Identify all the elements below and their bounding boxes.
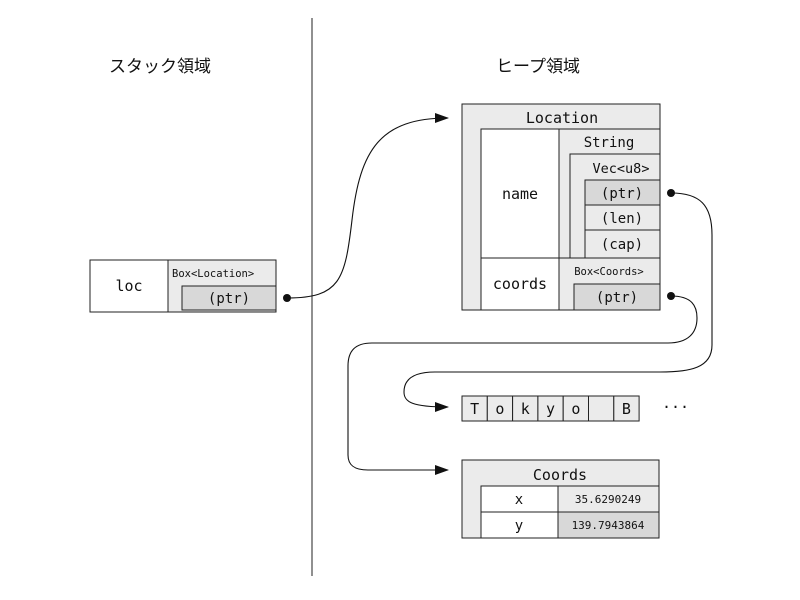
vec-ptr-cell [584, 179, 661, 206]
byte-cell [486, 395, 514, 422]
coords-y-label: y [515, 518, 523, 534]
byte-cell [537, 395, 564, 422]
coords-ptr-label: (ptr) [596, 290, 638, 306]
byte-cell-char: T [470, 400, 479, 418]
byte-cell-char: y [546, 400, 555, 418]
coords-ptr-cell [573, 283, 661, 311]
byte-buffer-ellipsis: ··· [662, 398, 689, 416]
string-type: String [584, 135, 635, 151]
heap-heading: ヒープ領域 [496, 57, 580, 77]
byte-cell [588, 395, 615, 422]
byte-cell [613, 395, 640, 422]
stack-heading: スタック領域 [109, 57, 211, 77]
location-struct: Location name String Vec<u8> (ptr) (len)… [461, 103, 661, 311]
coords-field-label: coords [493, 275, 547, 293]
location-title: Location [526, 109, 598, 127]
coords-y-value: 139.7943864 [572, 519, 645, 532]
coords-struct: Coords x 35.6290249 y 139.7943864 [461, 459, 660, 539]
loc-name: loc [115, 277, 142, 295]
vec-ptr-to-bytes-arrow [403, 192, 713, 412]
byte-cell [461, 395, 488, 422]
vec-len-label: (len) [601, 211, 643, 227]
stack-loc-variable: loc Box<Location> (ptr) [89, 259, 277, 313]
byte-cell-char: o [571, 400, 580, 418]
byte-cell-char: k [521, 400, 530, 418]
loc-ptr-cell [181, 285, 277, 311]
byte-cell-char: o [495, 400, 504, 418]
vec-cap-cell [584, 229, 661, 259]
byte-cell [512, 395, 539, 422]
name-field-label: name [502, 185, 538, 203]
vec-cap-label: (cap) [601, 237, 643, 253]
vec-len-cell [584, 204, 661, 231]
vec-ptr-label: (ptr) [601, 186, 643, 202]
byte-cell-char: B [622, 400, 631, 418]
loc-ptr-label: (ptr) [208, 291, 250, 307]
vec-type: Vec<u8> [593, 161, 650, 177]
byte-cell [562, 395, 590, 422]
loc-to-location-arrow [286, 113, 449, 299]
coords-field-label-cell [480, 257, 560, 311]
coords-x-label: x [515, 492, 523, 508]
coords-ptr-to-coords-arrow [347, 295, 698, 475]
loc-box-type: Box<Location> [172, 268, 254, 280]
coords-title: Coords [533, 466, 587, 484]
pointer-arrows [283, 113, 713, 475]
coords-box-type: Box<Coords> [574, 266, 644, 278]
coords-y-value-cell [557, 511, 660, 539]
coords-y-label-cell [480, 511, 559, 539]
coords-x-value: 35.6290249 [575, 493, 641, 506]
